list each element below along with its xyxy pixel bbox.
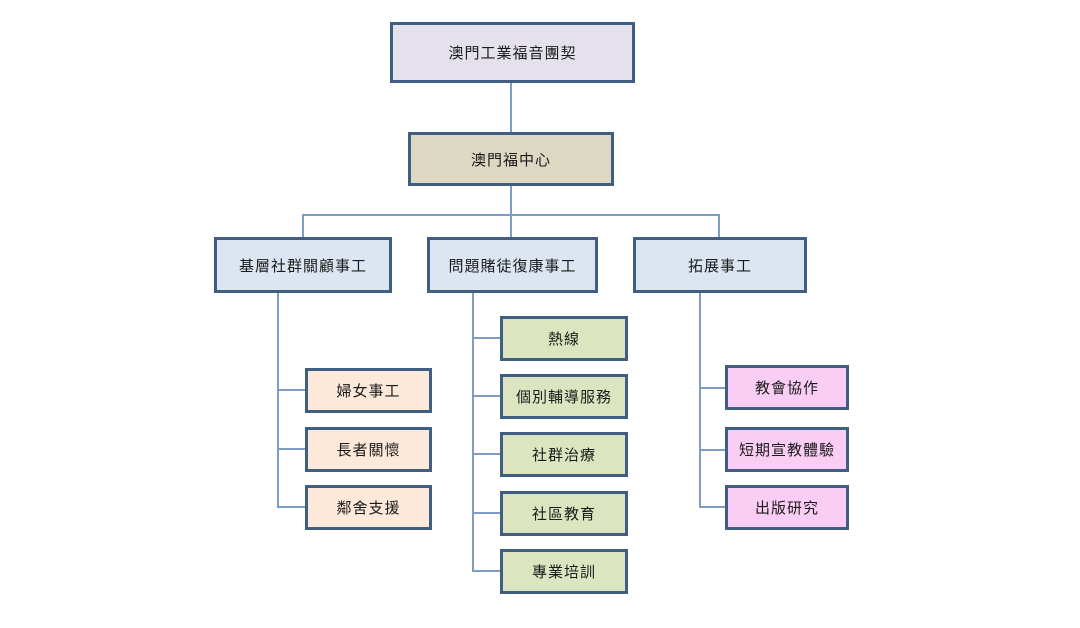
connector-line [718, 214, 720, 237]
connector-line [472, 453, 500, 455]
org-node-leaf: 個別輔導服務 [500, 374, 628, 419]
org-node-label: 社區教育 [531, 507, 596, 523]
org-node-label: 出版研究 [754, 501, 819, 517]
org-node-label: 澳門福中心 [470, 152, 551, 169]
connector-line [472, 570, 500, 572]
connector-line [699, 387, 725, 389]
org-node-label: 拓展事工 [687, 258, 752, 275]
org-node-leaf: 專業培訓 [500, 549, 628, 594]
org-node-label: 教會協作 [754, 381, 819, 397]
org-node-label: 長者關懷 [336, 443, 401, 459]
org-node-branch-expansion: 拓展事工 [633, 237, 807, 293]
connector-line [699, 449, 725, 451]
connector-line [472, 512, 500, 514]
org-node-label: 社群治療 [531, 448, 596, 464]
connector-line [302, 214, 304, 237]
org-node-center: 澳門福中心 [408, 132, 614, 186]
org-node-label: 短期宣教體驗 [738, 443, 835, 459]
org-node-label: 婦女事工 [336, 384, 401, 400]
org-node-leaf: 婦女事工 [305, 368, 432, 413]
org-node-leaf: 鄰舍支援 [305, 485, 432, 530]
org-node-branch-gambler-rehab: 問題賭徒復康事工 [427, 237, 598, 293]
connector-line [699, 506, 725, 508]
org-node-branch-community-care: 基層社群關顧事工 [214, 237, 392, 293]
org-node-leaf: 教會協作 [725, 365, 849, 410]
org-node-leaf: 短期宣教體驗 [725, 427, 849, 472]
connector-line [277, 389, 305, 391]
org-node-label: 基層社群關顧事工 [238, 258, 367, 275]
connector-line [277, 506, 305, 508]
connector-line [510, 186, 512, 215]
connector-line [472, 337, 500, 339]
connector-line [277, 293, 279, 508]
org-node-leaf: 長者關懷 [305, 427, 432, 472]
org-node-label: 問題賭徒復康事工 [448, 258, 577, 275]
org-node-label: 鄰舍支援 [336, 501, 401, 517]
org-node-root: 澳門工業福音團契 [390, 22, 635, 83]
org-node-leaf: 出版研究 [725, 485, 849, 530]
org-node-label: 澳門工業福音團契 [448, 46, 577, 62]
org-node-label: 專業培訓 [531, 565, 596, 581]
connector-line [510, 83, 512, 132]
connector-line [472, 293, 474, 572]
org-node-label: 個別輔導服務 [515, 390, 612, 406]
connector-line [699, 293, 701, 508]
org-node-leaf: 社群治療 [500, 432, 628, 477]
org-node-leaf: 熱線 [500, 316, 628, 361]
org-node-leaf: 社區教育 [500, 491, 628, 536]
connector-line [472, 395, 500, 397]
org-node-label: 熱線 [547, 332, 580, 348]
connector-line [277, 448, 305, 450]
connector-line [510, 214, 512, 237]
